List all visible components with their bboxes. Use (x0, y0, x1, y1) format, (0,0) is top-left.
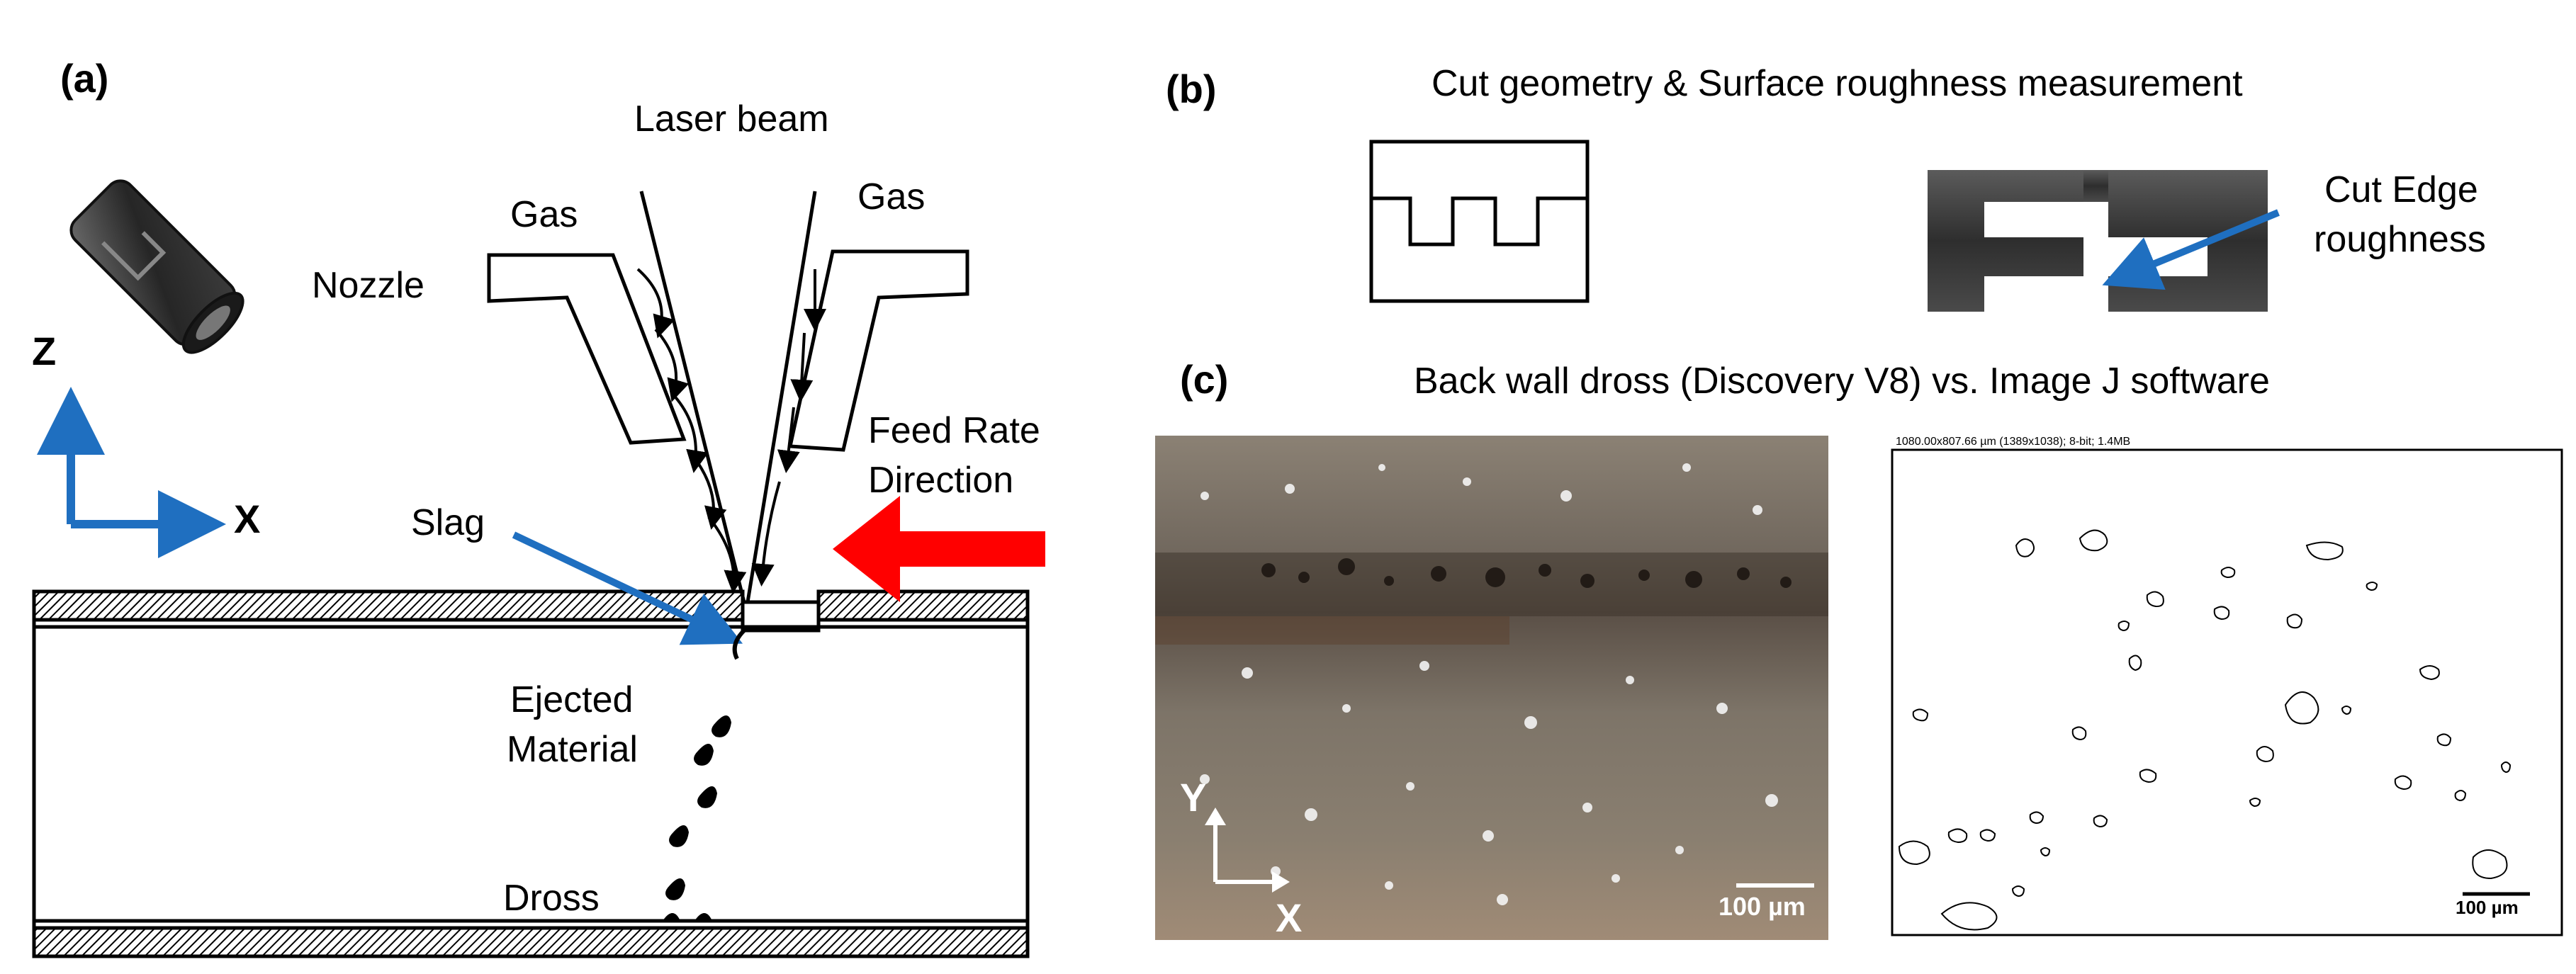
feed-rate-label-2: Direction (868, 460, 1013, 501)
tube-sample-icon (69, 179, 244, 354)
nozzle-left (487, 253, 687, 445)
nozzle-label: Nozzle (312, 265, 424, 306)
scale-bar-left: 100 µm (1719, 892, 1806, 921)
axis-z-label: Z (32, 329, 56, 373)
nozzle-right (787, 249, 969, 452)
panel-b-tag: (b) (1166, 67, 1217, 111)
gas-flow-left (636, 268, 747, 594)
ejected-label-1: Ejected (510, 679, 633, 720)
panel-c-title: Back wall dross (Discovery V8) vs. Image… (1414, 361, 2270, 402)
slag-label: Slag (411, 502, 485, 543)
panel-b: (b) Cut geometry & Surface roughness mea… (1166, 63, 2486, 312)
panel-a-tag: (a) (60, 56, 108, 101)
panel-c-tag: (c) (1180, 357, 1228, 402)
bottom-wall (32, 926, 1030, 958)
cut-edge-label-1: Cut Edge (2324, 169, 2478, 210)
panel-b-title: Cut geometry & Surface roughness measure… (1432, 63, 2243, 104)
cut-edge-label-2: roughness (2314, 219, 2486, 260)
panel-a: (a) Z X (32, 56, 1045, 958)
gas-right-label: Gas (857, 176, 925, 217)
micro-axis-y: Y (1180, 775, 1206, 820)
cut-geometry-schematic (1369, 140, 1590, 303)
laser-beam-label: Laser beam (634, 98, 829, 140)
slag-arrow (512, 531, 743, 645)
gas-flow-right (751, 269, 826, 587)
gas-left-label: Gas (510, 194, 578, 235)
ejected-label-2: Material (507, 729, 638, 770)
micro-axis-x: X (1276, 895, 1302, 940)
scale-bar-right: 100 µm (2456, 897, 2519, 918)
feed-rate-arrow (833, 496, 1045, 602)
cut-edge-arrow (2102, 209, 2280, 290)
feed-rate-label-1: Feed Rate (868, 410, 1040, 451)
imagej-panel: 1080.00x807.66 µm (1389x1038); 8-bit; 1.… (1891, 436, 2563, 936)
axis-x-label: X (234, 497, 260, 541)
zx-axes: Z X (32, 329, 260, 558)
dross-label: Dross (503, 878, 600, 919)
panel-c: (c) Back wall dross (Discovery V8) vs. I… (1155, 357, 2563, 940)
top-wall-right (816, 589, 1030, 622)
ejected-droplets (663, 715, 731, 921)
microscope-image: Y X 100 µm (1155, 436, 1828, 940)
imagej-header: 1080.00x807.66 µm (1389x1038); 8-bit; 1.… (1896, 436, 2130, 448)
dross-outlines (1898, 529, 2512, 931)
